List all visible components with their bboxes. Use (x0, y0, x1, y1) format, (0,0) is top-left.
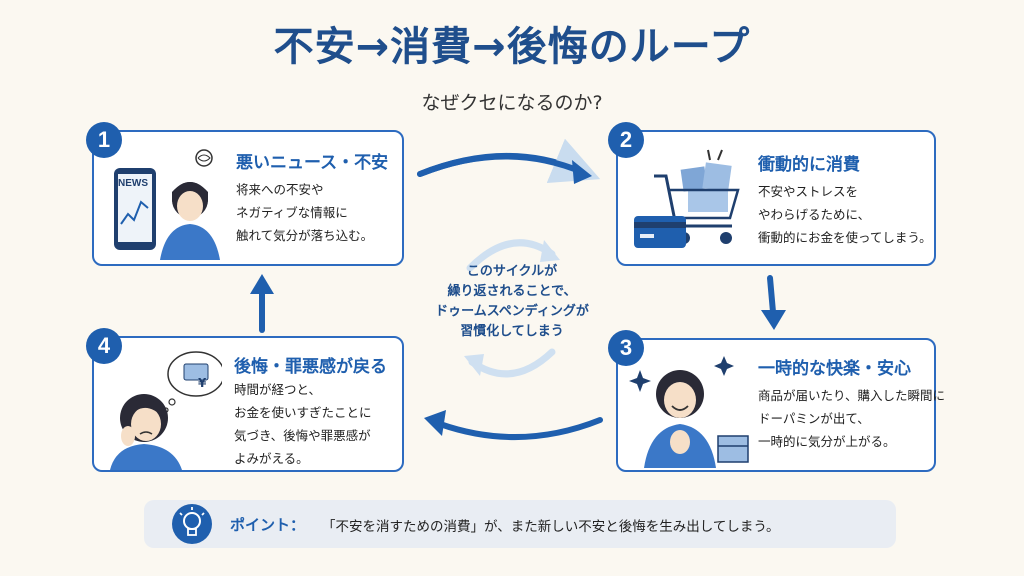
step-line: 気づき、後悔や罪悪感が (234, 428, 371, 443)
center-line: ドゥームスペンディングが (435, 304, 589, 319)
step-card-1: NEWS 悪いニュース・不安 将来への不安や ネガティブな情報に 触れて気分が落… (92, 130, 404, 266)
center-arrow-bottom (468, 348, 556, 378)
news-worried-person-illustration (114, 149, 220, 260)
step-line: 不安やストレスを (758, 184, 859, 199)
step-line: ネガティブな情報に (236, 205, 348, 220)
shopping-cart-card-illustration (634, 149, 740, 248)
news-badge: NEWS (118, 178, 148, 189)
step-number-4: 4 (86, 328, 122, 364)
step-line: 衝動的にお金を使ってしまう。 (758, 230, 932, 245)
point-bar: ポイント： 「不安を消すための消費」が、また新しい不安と後悔を生み出してしまう。 (144, 500, 896, 548)
center-line: このサイクルが (466, 264, 558, 279)
point-text: 「不安を消すための消費」が、また新しい不安と後悔を生み出してしまう。 (322, 519, 780, 535)
step-number-3: 3 (608, 330, 644, 366)
center-line: 繰り返されることで、 (447, 284, 577, 299)
arrow-3-to-4 (437, 417, 603, 441)
step-card-3: 一時的な快楽・安心 商品が届いたり、購入した瞬間に ドーパミンが出て、 一時的に… (616, 338, 945, 472)
step-line: 一時的に気分が上がる。 (758, 434, 896, 449)
step-line: 触れて気分が落ち込む。 (236, 228, 374, 243)
step-card-4: ¥ 後悔・罪悪感が戻る 時間が経つと、 お金を使いすぎたことに 気づき、後悔や罪… (92, 336, 404, 472)
happy-person-package-illustration (629, 356, 749, 468)
page-title: 不安→消費→後悔のループ (273, 24, 751, 70)
step-line: 将来への不安や (236, 182, 324, 197)
arrow-2-to-3 (767, 275, 776, 315)
center-message: このサイクルが 繰り返されることで、 ドゥームスペンディングが 習慣化してしまう (412, 262, 612, 342)
step-card-2: 衝動的に消費 不安やストレスを やわらげるために、 衝動的にお金を使ってしまう。 (616, 130, 936, 266)
center-line: 習慣化してしまう (460, 324, 564, 339)
regretful-person-illustration (110, 351, 222, 470)
step-line: 商品が届いたり、購入した瞬間に (758, 388, 946, 403)
step-number-1: 1 (86, 122, 122, 158)
page-subtitle: なぜクセになるのか? (421, 92, 603, 114)
step-line: 時間が経つと、 (234, 382, 322, 397)
step-body-3: 商品が届いたり、購入した瞬間に ドーパミンが出て、 一時的に気分が上がる。 (758, 384, 945, 453)
point-label: ポイント： (230, 516, 306, 534)
step-title-2: 衝動的に消費 (758, 155, 860, 175)
step-number-2: 2 (608, 122, 644, 158)
step-title-3: 一時的な快楽・安心 (758, 359, 911, 379)
step-title-4: 後悔・罪悪感が戻る (234, 357, 387, 377)
step-line: お金を使いすぎたことに (234, 405, 372, 420)
step-title-1: 悪いニュース・不安 (236, 153, 389, 173)
yen-symbol: ¥ (198, 376, 207, 390)
step-line: よみがえる。 (234, 451, 309, 466)
step-line: ドーパミンが出て、 (758, 411, 870, 426)
step-line: やわらげるために、 (758, 207, 871, 222)
step-body-2: 不安やストレスを やわらげるために、 衝動的にお金を使ってしまう。 (758, 180, 932, 249)
step-body-1: 将来への不安や ネガティブな情報に 触れて気分が落ち込む。 (236, 178, 373, 247)
lightbulb-icon (172, 504, 212, 544)
step-body-4: 時間が経つと、 お金を使いすぎたことに 気づき、後悔や罪悪感が よみがえる。 (234, 378, 372, 470)
